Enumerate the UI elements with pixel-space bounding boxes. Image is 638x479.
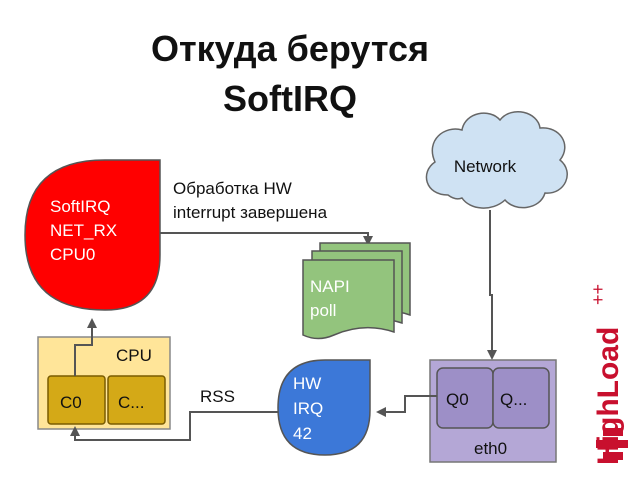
cpu-box: CPU C0 C...: [37, 336, 171, 430]
brand-bar-3: [603, 452, 623, 460]
hwirq-line1: HW: [293, 374, 321, 393]
eth0-box: Q0 Q... eth0: [429, 359, 557, 463]
slide-title-line1: Откуда берутся: [150, 28, 430, 69]
cpu-core-c0-label: C0: [60, 393, 82, 412]
napi-line2: poll: [310, 301, 336, 320]
c0-to-softirq-arrow: [74, 318, 97, 376]
edge-label-line2: interrupt завершена: [173, 203, 328, 222]
brand-bar-2: [596, 440, 628, 448]
hwirq-line2: IRQ: [293, 399, 323, 418]
softirq-line3: CPU0: [50, 245, 95, 264]
eth0-queue-more: [492, 367, 550, 429]
hwirq-line3: 42: [293, 424, 312, 443]
hwirq-node: HW IRQ 42: [277, 359, 371, 456]
edge-label-line1: Обработка HW: [173, 179, 292, 198]
network-cloud-shape: [425, 110, 568, 209]
slide-title-line2: SoftIRQ: [223, 78, 357, 119]
eth0-label: eth0: [474, 439, 507, 458]
network-cloud: Network: [425, 110, 568, 209]
cpu-core-c0: [47, 375, 106, 425]
napi-line1: NAPI: [310, 277, 350, 296]
cpu-label: CPU: [116, 346, 152, 365]
cpu-core-more: [107, 375, 166, 425]
network-label: Network: [454, 157, 517, 176]
eth0-queue-q0-label: Q0: [446, 390, 469, 409]
highload-brand: HighLoad ++: [588, 0, 638, 479]
softirq-shape: [24, 159, 161, 311]
softirq-line1: SoftIRQ: [50, 197, 110, 216]
softirq-line2: NET_RX: [50, 221, 117, 240]
eth0-to-hwirq-arrow: [376, 395, 437, 417]
rss-label: RSS: [200, 387, 235, 406]
brand-suffix: ++: [588, 284, 608, 305]
eth0-queue-more-label: Q...: [500, 390, 527, 409]
brand-bar-1: [603, 428, 623, 436]
network-to-eth0-arrow: [487, 210, 497, 360]
softirq-to-napi-arrow: [160, 232, 373, 246]
brand-stripe: [588, 0, 638, 479]
hwirq-shape: [277, 359, 371, 456]
napi-doc-front: [302, 259, 395, 340]
napi-documents: NAPI poll: [302, 242, 411, 340]
softirq-node: SoftIRQ NET_RX CPU0: [24, 159, 161, 311]
cpu-core-more-label: C...: [118, 393, 144, 412]
hwirq-to-c0-arrow: [70, 411, 278, 441]
